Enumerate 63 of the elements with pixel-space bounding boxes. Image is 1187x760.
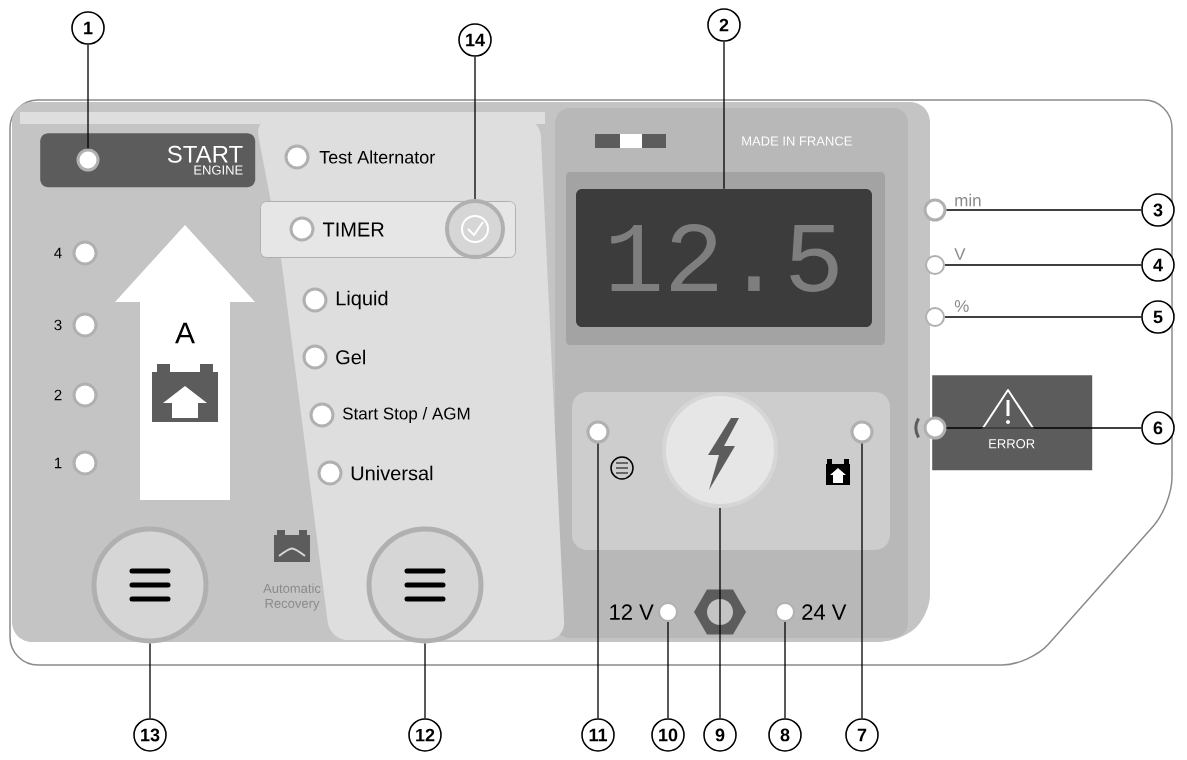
leader-line <box>474 56 476 200</box>
charge-button <box>662 392 778 508</box>
panel-label: 12 V <box>610 604 654 620</box>
start-engine-panel: START ENGINE <box>40 133 256 188</box>
indicator-light <box>586 420 610 444</box>
indicator-light <box>72 312 98 338</box>
leader-line <box>723 41 725 190</box>
indicator-light <box>284 144 310 170</box>
indicator-light <box>302 344 328 370</box>
menu-button <box>366 526 484 644</box>
leader-line <box>945 427 1142 429</box>
indicator-light <box>72 382 98 408</box>
indicator-light <box>72 240 98 266</box>
leader-line <box>944 316 1142 318</box>
panel-label: Universal <box>351 465 433 481</box>
callout-number: 13 <box>133 718 167 752</box>
leader-line <box>944 264 1142 266</box>
indicator-light <box>923 198 947 222</box>
callout-number: 2 <box>707 8 741 42</box>
leader-line <box>784 621 786 719</box>
menu-button <box>91 526 209 644</box>
callout-number: 11 <box>581 718 615 752</box>
error-panel: ERROR <box>932 375 1093 471</box>
panel-label: MADE IN FRANCE <box>742 136 852 146</box>
leader-line <box>597 442 599 719</box>
indicator-light <box>923 416 947 440</box>
panel-label: min <box>955 193 981 207</box>
callout-number: 7 <box>845 718 879 752</box>
leader-line <box>87 44 89 150</box>
indicator-light <box>72 450 98 476</box>
panel-label: Test Alternator <box>319 150 435 164</box>
indicator-light <box>302 287 328 313</box>
panel-label: % <box>954 300 969 312</box>
leader-line <box>424 642 426 719</box>
callout-number: 10 <box>651 718 685 752</box>
panel-label: V <box>954 248 966 260</box>
callout-number: 1 <box>71 11 105 45</box>
panel-label: A <box>175 322 195 344</box>
indicator-light <box>850 420 874 444</box>
panel-label: Automatic Recovery <box>263 583 321 611</box>
leader-line <box>861 442 863 719</box>
callout-number: 12 <box>408 718 442 752</box>
panel-label: Start Stop / AGM <box>343 407 470 423</box>
timer-button <box>445 199 505 259</box>
leader-line <box>719 507 721 719</box>
indicator-light <box>317 460 343 486</box>
callout-number: 4 <box>1141 248 1175 282</box>
callout-number: 3 <box>1141 193 1175 227</box>
leader-line <box>945 209 1142 211</box>
callout-number: 6 <box>1141 411 1175 445</box>
indicator-light <box>289 216 315 242</box>
callout-number: 14 <box>458 23 492 57</box>
indicator-light <box>76 148 100 172</box>
indicator-light <box>309 402 335 428</box>
panel-label: 24 V <box>802 604 847 620</box>
callout-number: 8 <box>768 718 802 752</box>
callout-number: 9 <box>703 718 737 752</box>
digital-display: 12.5 <box>576 189 872 327</box>
leader-line <box>667 621 669 719</box>
leader-line <box>149 642 151 719</box>
panel-label: Liquid <box>336 290 388 310</box>
panel-label: Gel <box>336 349 365 365</box>
callout-number: 5 <box>1141 300 1175 334</box>
